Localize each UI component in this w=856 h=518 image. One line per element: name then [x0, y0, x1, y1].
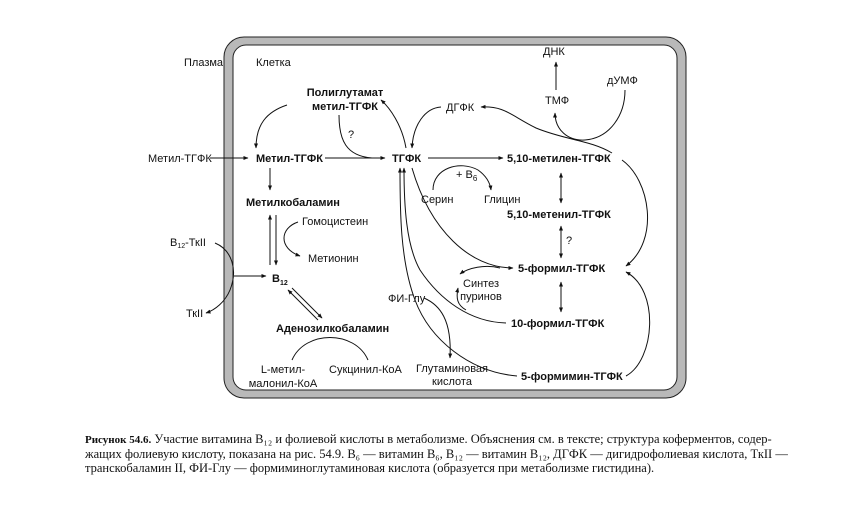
- glycine-label: Глицин: [484, 194, 520, 206]
- arrow-poly-to-methyl-thfa: [254, 104, 288, 149]
- figure-caption: Рисунок 54.6. Участие витамина B₁₂ и фол…: [85, 432, 825, 475]
- b12-label: B12: [272, 273, 288, 287]
- plasma-label: Плазма: [184, 57, 224, 69]
- arrow-dump-to-tmp: [553, 89, 626, 141]
- arrow-figlu-to-glutamate: [423, 297, 453, 359]
- caption-line-1: Рисунок 54.6. Участие витамина B₁₂ и фол…: [85, 432, 772, 446]
- methenyl-thfa-label: 5,10-метенил-ТГФК: [507, 209, 611, 221]
- arrow-b12-to-adenosylcobalamin: [291, 287, 323, 319]
- homocysteine-label: Гомоцистеин: [302, 216, 368, 228]
- arrow-adenosylcobalamin-to-b12: [287, 289, 319, 321]
- methyl-thfa-plasma-label: Метил-ТГФК: [148, 153, 212, 165]
- arrow-b12-tcii-entry: [205, 242, 234, 314]
- formimino-thfa-label: 5-формимин-ТГФК: [521, 371, 623, 383]
- arc-methylmalonyl-succinyl: [291, 337, 369, 361]
- tcii-label: ТкII: [186, 308, 203, 320]
- caption-line-2: жащих фолиевую кислоту, показана на рис.…: [85, 447, 788, 461]
- formyl5-thfa-label: 5-формил-ТГФК: [518, 263, 605, 275]
- dna-label: ДНК: [543, 46, 565, 58]
- thfa-label: ТГФК: [392, 153, 421, 165]
- folate-b12-metabolism-diagram: Плазма Клетка Полиглутамат метил-ТГФК ? …: [148, 36, 687, 399]
- arrow-dhfa-to-thfa: [410, 106, 442, 149]
- methylene-thfa-label: 5,10-метилен-ТГФК: [507, 153, 611, 165]
- arrow-purine-synthesis: [455, 287, 467, 311]
- arrow-poly-question-to-thfa: [338, 114, 373, 159]
- arrow-formyl10-to-thfa: [402, 167, 507, 324]
- methionine-label: Метионин: [308, 253, 359, 265]
- purine-synthesis-label: Синтез: [463, 278, 499, 290]
- question-mark-poly: ?: [348, 129, 354, 141]
- arrow-serine-to-glycine: [432, 165, 493, 191]
- reaction-arrows: [205, 61, 651, 377]
- methylmalonyl-coa-label: L-метил-: [261, 364, 306, 376]
- methyl-thfa-label: Метил-ТГФК: [256, 153, 323, 165]
- arrow-homocysteine-to-methionine: [283, 221, 301, 257]
- glutamic-acid-label-2: кислота: [432, 376, 473, 388]
- question-mark-methenyl: ?: [566, 235, 572, 247]
- arrow-thfa-to-poly: [380, 99, 407, 149]
- caption-line-3: транскобаламин II, ФИ-Глу — формиминоглу…: [85, 461, 655, 475]
- dump-label: дУМФ: [607, 75, 638, 87]
- dhfa-label: ДГФК: [446, 102, 475, 114]
- arrow-formimino-to-formyl5: [625, 271, 651, 377]
- methylmalonyl-coa-label-2: малонил-КоА: [249, 378, 318, 390]
- figlu-label: ФИ-Глу: [388, 293, 426, 305]
- arrow-formimino-to-thfa: [398, 167, 518, 377]
- caption-label: Рисунок 54.6.: [85, 434, 152, 446]
- polyglutamate-label: Полиглутамат: [307, 87, 384, 99]
- cell-membrane: [223, 36, 687, 399]
- glutamic-acid-label: Глутаминовая: [416, 363, 488, 375]
- purine-synthesis-label-2: пуринов: [460, 291, 502, 303]
- polyglutamate-methyl-thfa-label: метил-ТГФК: [312, 101, 378, 113]
- tmp-label: ТМФ: [545, 95, 569, 107]
- formyl10-thfa-label: 10-формил-ТГФК: [511, 318, 605, 330]
- arrow-thfa-to-formyl5: [411, 167, 514, 270]
- arrow-methylene-to-formyl5: [621, 159, 648, 267]
- succinyl-coa-label: Сукцинил-КоА: [329, 364, 403, 376]
- arrow-methylene-to-dhfa: [480, 104, 613, 154]
- serine-label: Серин: [421, 194, 453, 206]
- adenosylcobalamin-label: Аденозилкобаламин: [276, 323, 389, 335]
- b12-tcii-label: B12-ТкII: [170, 237, 206, 250]
- b6-label: + B6: [456, 169, 478, 183]
- methylcobalamin-label: Метилкобаламин: [246, 197, 340, 209]
- cell-label: Клетка: [256, 57, 292, 69]
- arrow-purine-branch: [459, 265, 501, 275]
